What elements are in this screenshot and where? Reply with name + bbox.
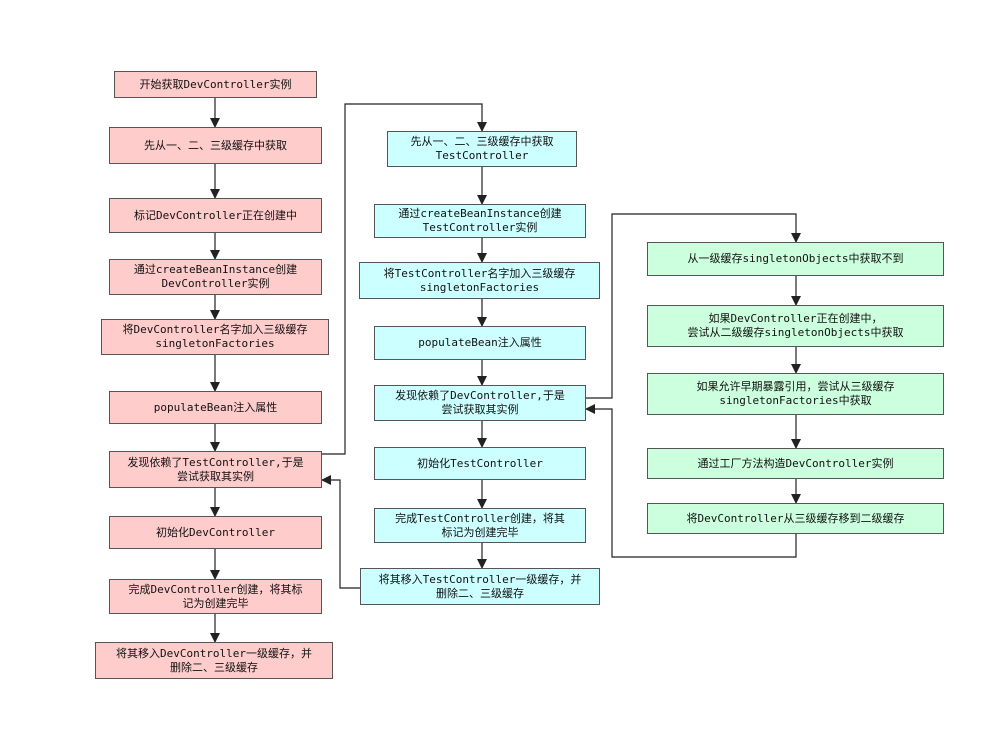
node-right-factory-construct: 通过工厂方法构造DevController实例 (647, 448, 944, 479)
node-left-check-caches: 先从一、二、三级缓存中获取 (109, 127, 322, 164)
node-left-create-instance: 通过createBeanInstance创建 DevController实例 (109, 259, 322, 295)
node-right-try-third-cache: 如果允许早期暴露引用，尝试从三级缓存 singletonFactories中获取 (647, 373, 944, 415)
node-mid-create-instance: 通过createBeanInstance创建 TestController实例 (374, 204, 586, 238)
node-left-found-dependency: 发现依赖了TestController,于是 尝试获取其实例 (109, 451, 322, 488)
node-mid-found-dependency: 发现依赖了DevController,于是 尝试获取其实例 (374, 385, 586, 421)
node-left-start-get-devcontroller: 开始获取DevController实例 (114, 71, 317, 98)
node-right-not-in-first-cache: 从一级缓存singletonObjects中获取不到 (647, 242, 944, 276)
edge-mid-to-right (586, 213, 801, 399)
node-right-try-second-cache: 如果DevController正在创建中， 尝试从二级缓存singletonOb… (647, 305, 944, 347)
edge-right-to-mid (585, 404, 797, 558)
node-mid-populate-bean: populateBean注入属性 (374, 326, 586, 360)
node-mid-check-caches: 先从一、二、三级缓存中获取 TestController (387, 131, 577, 167)
node-mid-mark-complete: 完成TestController创建，将其 标记为创建完毕 (374, 508, 586, 543)
node-left-move-first-cache: 将其移入DevController一级缓存，并 删除二、三级缓存 (95, 642, 333, 679)
edge-mid-to-left (321, 475, 360, 589)
node-right-move-to-second-cache: 将DevController从三级缓存移到二级缓存 (647, 503, 944, 534)
node-left-add-third-cache: 将DevController名字加入三级缓存 singletonFactorie… (101, 319, 329, 355)
node-left-mark-complete: 完成DevController创建，将其标 记为创建完毕 (109, 579, 322, 614)
edge-left-to-mid (322, 103, 487, 455)
node-left-populate-bean: populateBean注入属性 (109, 391, 322, 424)
node-mid-move-first-cache: 将其移入TestController一级缓存，并 删除二、三级缓存 (360, 568, 600, 605)
node-mid-init-testcontroller: 初始化TestController (374, 447, 586, 480)
node-left-mark-creating: 标记DevController正在创建中 (109, 198, 322, 233)
node-left-init-devcontroller: 初始化DevController (109, 516, 322, 549)
node-mid-add-third-cache: 将TestController名字加入三级缓存 singletonFactori… (359, 262, 600, 299)
